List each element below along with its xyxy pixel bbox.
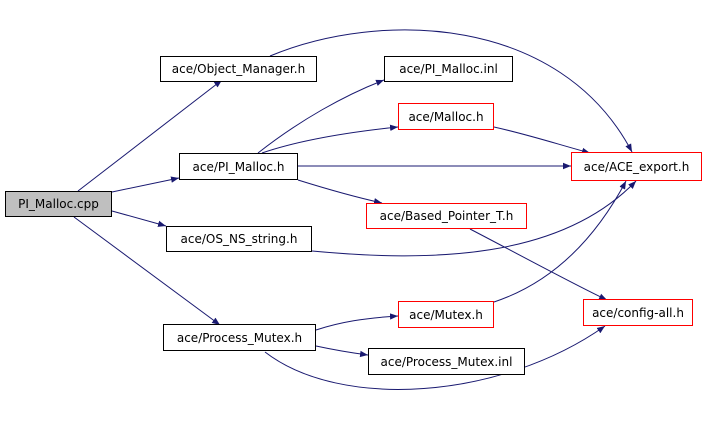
node-pi-malloc-h[interactable]: ace/PI_Malloc.h (179, 153, 298, 180)
node-pi-malloc-inl[interactable]: ace/PI_Malloc.inl (384, 56, 513, 82)
edge-root-to-pimh (111, 176, 180, 193)
edge-malloc-to-export (493, 126, 591, 155)
node-malloc-h[interactable]: ace/Malloc.h (398, 103, 494, 130)
node-os-ns-string-h[interactable]: ace/OS_NS_string.h (166, 226, 312, 252)
edge-root-to-osns (111, 210, 167, 227)
node-mutex-h[interactable]: ace/Mutex.h (398, 301, 494, 328)
edge-procm-to-mutex (315, 313, 399, 331)
node-based-pointer-t-h[interactable]: ace/Based_Pointer_T.h (366, 203, 527, 229)
edge-pimh-to-malloc (261, 124, 399, 154)
node-object-manager-h[interactable]: ace/Object_Manager.h (160, 56, 317, 82)
edge-based-to-config (469, 228, 608, 301)
edge-pimh-to-piinl (257, 79, 385, 154)
edge-root-to-procm (73, 216, 221, 326)
edge-objmgr-to-export (269, 29, 633, 153)
node-ace-export-h[interactable]: ace/ACE_export.h (571, 152, 702, 181)
node-process-mutex-inl[interactable]: ace/Process_Mutex.inl (368, 348, 525, 375)
edge-osns-to-export (311, 180, 637, 257)
node-pi-malloc-cpp: PI_Malloc.cpp (5, 191, 112, 217)
edge-root-to-objmgr (77, 79, 223, 192)
edge-procm-to-config (264, 325, 606, 390)
edge-pimh-to-based (297, 179, 383, 205)
node-process-mutex-h[interactable]: ace/Process_Mutex.h (163, 324, 316, 351)
edge-procm-to-pminl (315, 345, 369, 358)
edge-mutex-to-export (493, 180, 627, 303)
node-config-all-h[interactable]: ace/config-all.h (583, 299, 693, 326)
